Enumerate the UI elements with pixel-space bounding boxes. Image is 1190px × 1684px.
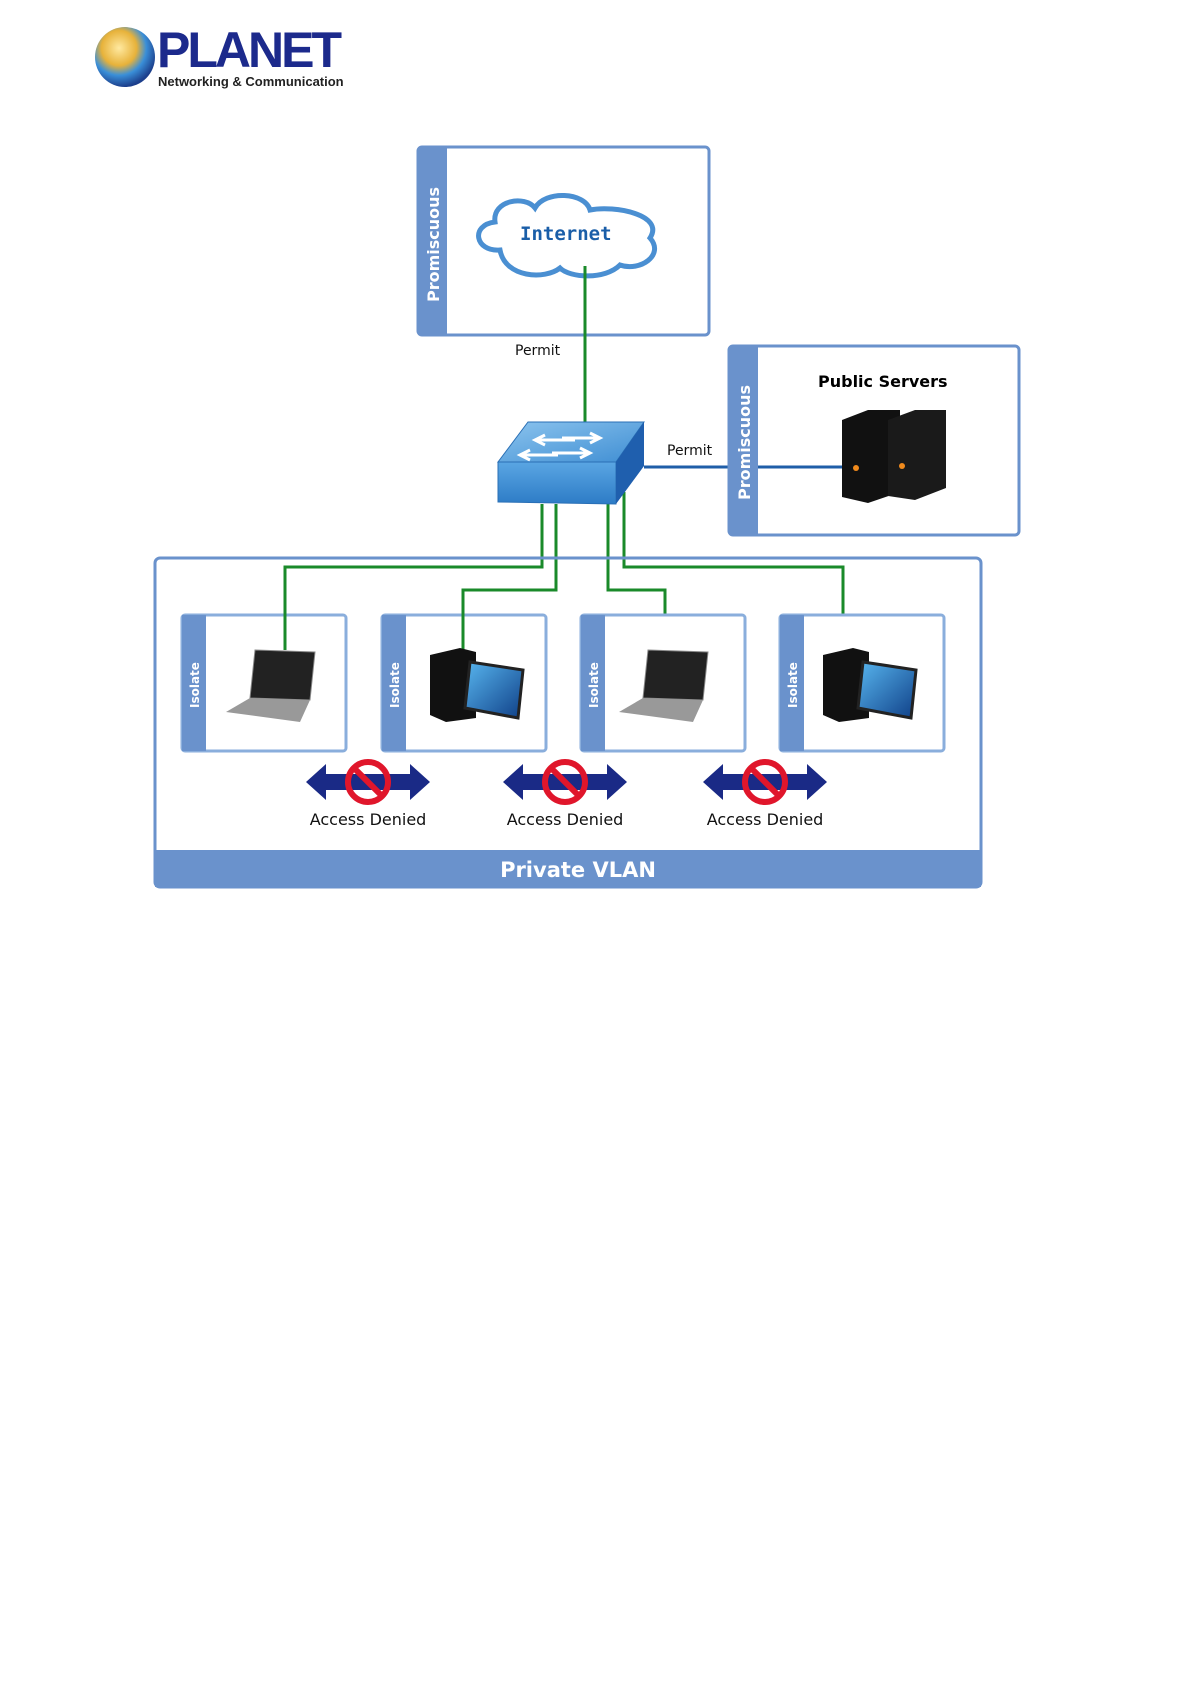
access-denied-label: Access Denied xyxy=(310,810,427,829)
internet-label: Internet xyxy=(520,223,612,245)
isolate-host-3: Isolate xyxy=(579,613,747,753)
access-denied-2: Access Denied xyxy=(503,759,627,829)
logo-tagline: Networking & Communication xyxy=(158,74,344,89)
host-link-1 xyxy=(283,504,544,650)
blocked-arrow-icon xyxy=(306,759,430,805)
private-vlan-diagram: Promiscuous Internet Permit Permit Promi… xyxy=(153,145,1021,889)
host-link-4 xyxy=(622,492,845,650)
isolate-host-2: Isolate xyxy=(380,612,548,753)
desktop-computer-icon xyxy=(430,648,525,722)
server-icon xyxy=(842,410,946,503)
access-denied-1: Access Denied xyxy=(306,759,430,829)
public-servers-promiscuous-zone: Promiscuous Public Servers xyxy=(727,344,1021,537)
isolate-band-label: Isolate xyxy=(786,662,800,708)
planet-logo: PLANET Networking & Communication xyxy=(95,22,344,89)
private-vlan-title: Private VLAN xyxy=(500,858,656,882)
access-denied-label: Access Denied xyxy=(707,810,824,829)
isolate-host-1: Isolate xyxy=(180,612,348,753)
promiscuous-band-label: Promiscuous xyxy=(735,385,754,500)
promiscuous-band-label: Promiscuous xyxy=(424,187,443,302)
private-vlan-zone: Private VLAN xyxy=(153,556,983,889)
isolate-band-label: Isolate xyxy=(587,662,601,708)
laptop-icon xyxy=(226,649,316,722)
logo-brand: PLANET xyxy=(157,22,341,78)
access-denied-label: Access Denied xyxy=(507,810,624,829)
access-denied-3: Access Denied xyxy=(703,759,827,829)
isolate-host-4: Isolate xyxy=(778,613,946,753)
isolate-band-label: Isolate xyxy=(188,662,202,708)
blocked-arrow-icon xyxy=(703,759,827,805)
internet-cloud-icon: Internet xyxy=(476,193,658,279)
server-permit-label: Permit xyxy=(667,443,713,459)
isolate-band-label: Isolate xyxy=(388,662,402,708)
internet-permit-label: Permit xyxy=(515,343,561,359)
internet-promiscuous-zone: Promiscuous Internet xyxy=(416,145,711,337)
globe-icon xyxy=(95,27,155,87)
desktop-computer-icon xyxy=(823,648,918,722)
blocked-arrow-icon xyxy=(503,759,627,805)
laptop-icon xyxy=(619,649,709,722)
switch-icon xyxy=(497,421,645,505)
public-servers-title: Public Servers xyxy=(818,372,948,391)
